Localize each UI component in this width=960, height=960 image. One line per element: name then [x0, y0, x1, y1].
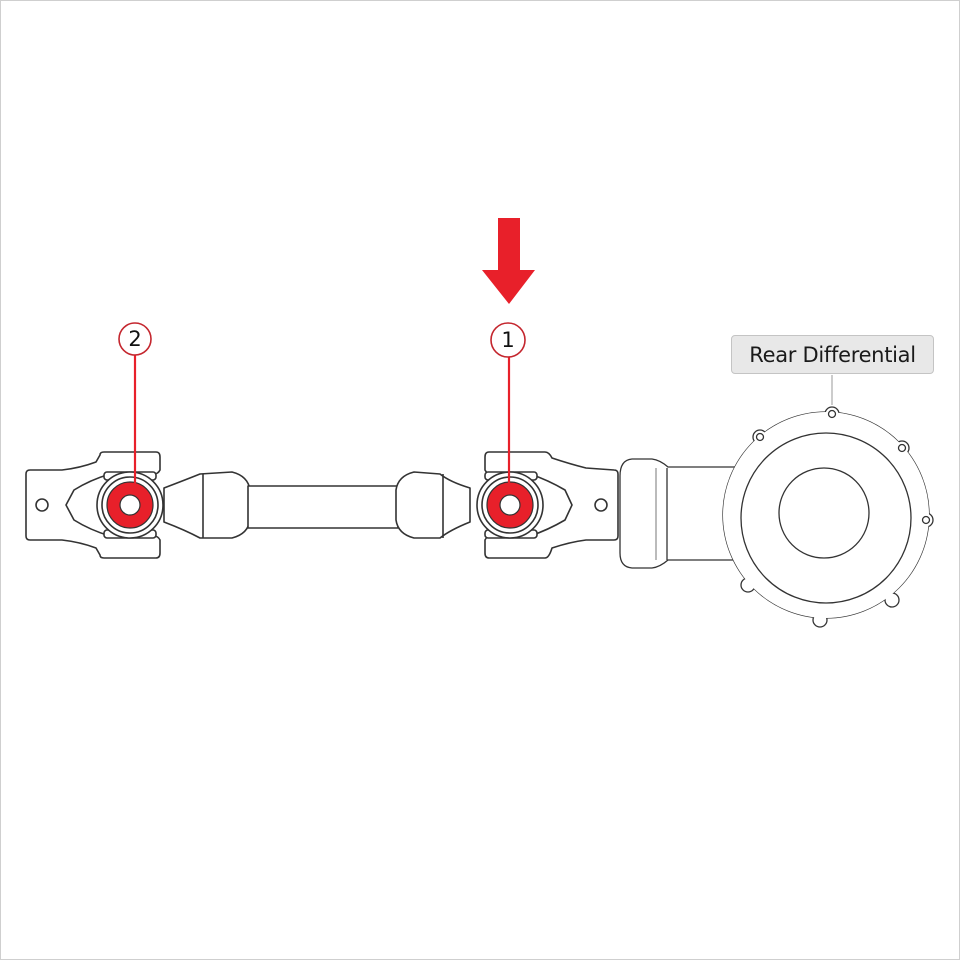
yoke-hole-right [594, 498, 608, 512]
rear-differential-housing [722, 406, 934, 628]
callout-2-number: 2 [128, 326, 142, 351]
left-yoke [25, 451, 161, 559]
universal-joint-2 [96, 471, 164, 539]
universal-joint-1 [476, 471, 544, 539]
rear-differential-label: Rear Differential [731, 335, 934, 374]
callout-1-number: 1 [501, 327, 515, 352]
down-arrow-icon [482, 218, 535, 304]
callout-2-circle [118, 322, 152, 356]
yoke-hole-left [35, 498, 49, 512]
shaft-tube [247, 485, 399, 529]
right-shaft-end [395, 471, 471, 539]
pinion-housing [619, 458, 741, 569]
left-shaft-end [163, 471, 251, 539]
callout-1-circle [490, 322, 526, 358]
right-yoke [484, 451, 619, 559]
